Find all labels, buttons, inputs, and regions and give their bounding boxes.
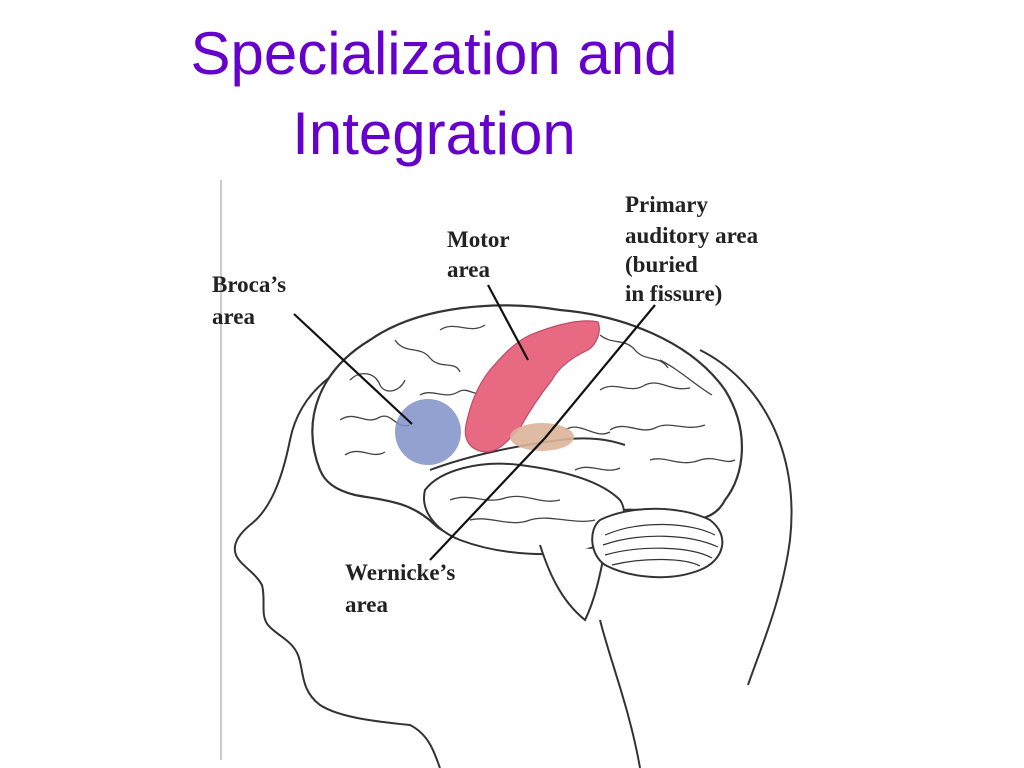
auditory-label-line-1: Primary: [625, 192, 709, 217]
wernicke-label-line-2: area: [345, 592, 389, 617]
motor-label: Motor area: [447, 227, 515, 282]
brain-stem: [539, 544, 606, 622]
broca-label: Broca’s area: [212, 272, 292, 329]
auditory-label: Primary auditory area (buried in fissure…: [625, 192, 764, 306]
slide-title: Specialization and Integration: [0, 14, 868, 174]
broca-pointer: [293, 313, 413, 425]
auditory-label-line-3: (buried: [625, 252, 698, 277]
wernicke-pointer: [429, 437, 546, 561]
wernicke-label: Wernicke’s area: [345, 560, 461, 617]
motor-label-line-1: Motor: [447, 227, 509, 252]
pointer-lines: [293, 284, 656, 561]
title-line-1: Specialization and: [190, 20, 678, 87]
auditory-pointer: [544, 304, 656, 439]
back-of-head: [699, 349, 793, 686]
auditory-label-line-2: auditory area: [625, 223, 759, 248]
wernicke-region: [510, 423, 574, 451]
neck-line: [599, 619, 641, 768]
gyri-pattern: [339, 324, 736, 524]
broca-label-line-2: area: [212, 304, 256, 329]
wernicke-label-line-1: Wernicke’s: [345, 560, 455, 585]
brain-outline: [311, 304, 743, 542]
cerebellum-folds: [602, 523, 719, 567]
motor-label-line-2: area: [447, 257, 491, 282]
broca-region: [395, 399, 461, 465]
head-profile: [233, 344, 441, 768]
broca-label-line-1: Broca’s: [212, 272, 286, 297]
title-line-2: Integration: [292, 100, 576, 167]
motor-pointer: [487, 284, 529, 361]
cerebellum: [591, 507, 724, 579]
auditory-label-line-4: in fissure): [625, 281, 722, 306]
